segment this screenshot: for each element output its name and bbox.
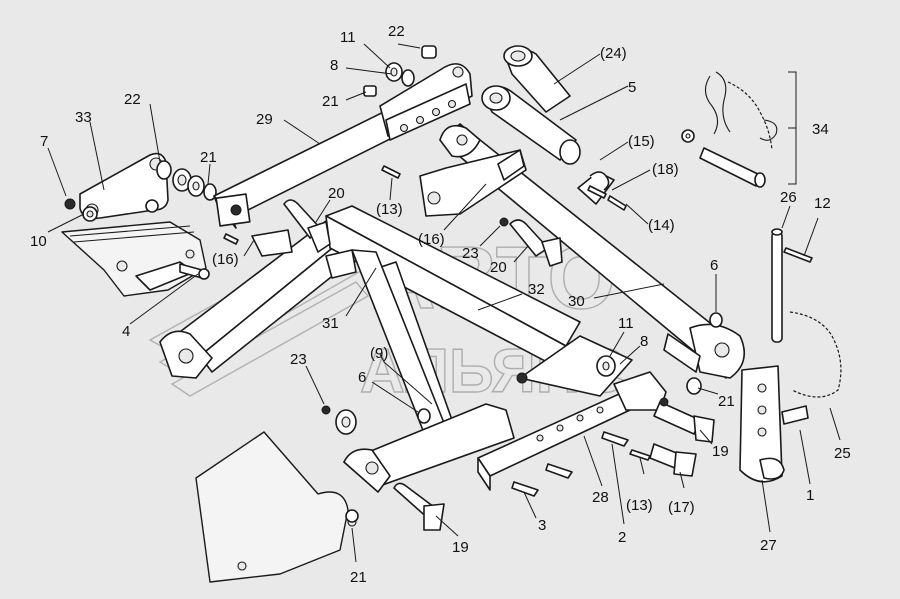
- link-support-bracket: [419, 149, 527, 217]
- callout-7: 7: [40, 133, 48, 150]
- lower-drawbar: [477, 371, 667, 491]
- callout-4: 4: [122, 323, 130, 340]
- callout-15: (15): [628, 133, 655, 150]
- callout-33: 33: [75, 109, 92, 126]
- left-washer-stack: [156, 160, 217, 201]
- callout-22-upper: 22: [388, 23, 405, 40]
- callout-23: 23: [462, 245, 479, 262]
- callout-27: 27: [760, 537, 777, 554]
- lower-side-plate: [195, 431, 359, 583]
- lower-pin-left: [393, 482, 445, 531]
- callout-16-mid: (16): [418, 231, 445, 248]
- callout-11: 11: [340, 29, 356, 46]
- callout-28: 28: [592, 489, 609, 506]
- callout-24: (24): [600, 45, 627, 62]
- middle-washers: [321, 312, 723, 435]
- callout-6: 6: [710, 257, 718, 274]
- callout-21-lower: 21: [350, 569, 367, 586]
- hook-bracket: [739, 365, 809, 483]
- upper-pin-right: [499, 217, 563, 267]
- lower-right-link-bar: [439, 123, 746, 379]
- bolts-2-3: [511, 431, 651, 497]
- callout-8: 8: [330, 57, 338, 74]
- main-pivot-pin: [481, 85, 581, 165]
- vertical-pin-rod: [771, 228, 813, 343]
- callout-26: 26: [780, 189, 797, 206]
- callout-20-mid: 20: [490, 259, 507, 276]
- callout-9: (9): [370, 345, 388, 362]
- callout-12: 12: [814, 195, 831, 212]
- lower-pin-right: [649, 401, 715, 477]
- left-mount-bracket: [61, 152, 210, 297]
- callout-21: 21: [200, 149, 217, 166]
- callout-19-lower: 19: [452, 539, 469, 556]
- upper-rear-bracket: [363, 45, 473, 141]
- callout-8-mid: 8: [640, 333, 648, 350]
- callout-23-lower: 23: [290, 351, 307, 368]
- small-pins-left: [223, 165, 401, 257]
- callout-29: 29: [256, 111, 273, 128]
- callout-1: 1: [806, 487, 814, 504]
- callout-21-upper: 21: [322, 93, 339, 110]
- callout-30: 30: [568, 293, 585, 310]
- callout-13: (13): [376, 201, 403, 218]
- callout-17: (17): [668, 499, 695, 516]
- upper-pin-left: [283, 199, 331, 253]
- leader-lines: [47, 43, 841, 563]
- callout-11-mid: 11: [618, 315, 634, 332]
- callout-5: 5: [628, 79, 636, 96]
- callout-32: 32: [528, 281, 545, 298]
- callout-14: (14): [648, 217, 675, 234]
- callout-21-right: 21: [718, 393, 735, 410]
- callout-25: 25: [834, 445, 851, 462]
- callout-16: (16): [212, 251, 239, 268]
- upper-bushing: [503, 45, 571, 113]
- retaining-chain: [789, 311, 842, 398]
- callout-34: 34: [812, 121, 829, 138]
- main-a-frame: [159, 205, 633, 493]
- linch-pin-kit: [681, 71, 778, 188]
- callout-3: 3: [538, 517, 546, 534]
- callout-6-lower: 6: [358, 369, 366, 386]
- callout-20: 20: [328, 185, 345, 202]
- pins-14-15-18: [577, 171, 627, 211]
- callout-18: (18): [652, 161, 679, 178]
- callout-31: 31: [322, 315, 339, 332]
- callout-22: 22: [124, 91, 141, 108]
- callout-13-lower: (13): [626, 497, 653, 514]
- callout-labels: 33 22 7 21 10 4 11 22 8 21 29 20 (16) (1…: [30, 23, 851, 586]
- callout-2: 2: [618, 529, 626, 546]
- callout-10: 10: [30, 233, 47, 250]
- callout-19: 19: [712, 443, 729, 460]
